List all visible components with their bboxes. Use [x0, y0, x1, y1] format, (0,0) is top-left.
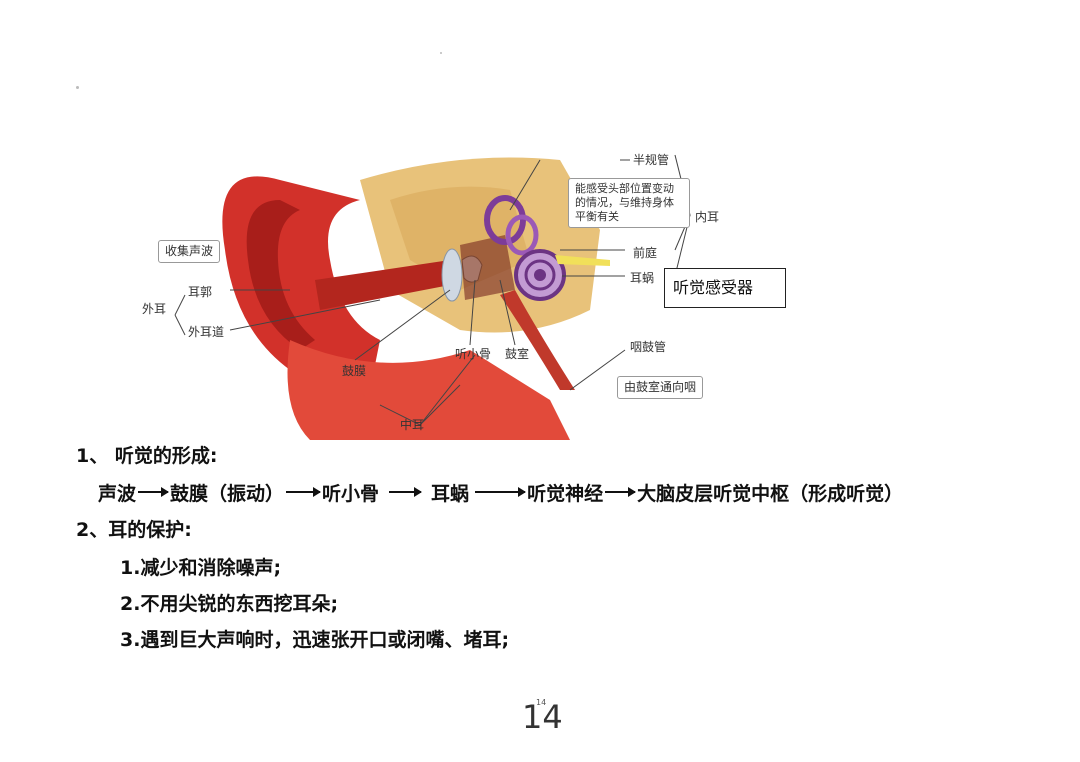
flow-step: 鼓膜（振动） [170, 482, 285, 505]
ear-canal [315, 260, 450, 310]
label-vestibule: 前庭 [633, 246, 658, 260]
flow-arrow [389, 487, 423, 497]
cochlea-center [534, 269, 546, 281]
flow-step: 耳蜗 [431, 482, 470, 505]
speck-dot [440, 52, 442, 54]
eardrum [441, 248, 463, 302]
page-number: 14 [522, 698, 563, 736]
flow-arrow [475, 487, 527, 497]
callout-balance-note: 能感受头部位置变动的情况，与维持身体平衡有关 [568, 178, 690, 228]
protection-item: 3.遇到巨大声响时，迅速张开口或闭嘴、堵耳; [120, 629, 510, 651]
flow-arrow [605, 487, 637, 497]
section2-heading: 2、耳的保护: [76, 519, 192, 541]
protection-item: 2.不用尖锐的东西挖耳朵; [120, 593, 339, 615]
section1-heading: 1、 听觉的形成: [76, 445, 218, 467]
protection-item: 1.减少和消除噪声; [120, 557, 282, 579]
speck-dot [76, 86, 79, 89]
flow-step: 听觉神经 [527, 482, 604, 505]
flow-arrow [286, 487, 322, 497]
auditory-receptor-box: 听觉感受器 [664, 268, 786, 308]
label-eustachian-tube: 咽鼓管 [630, 340, 667, 354]
label-inner-ear: 内耳 [695, 210, 720, 224]
eustachian-tube [500, 290, 575, 390]
hearing-flow: 声波 鼓膜（振动） 听小骨 耳蜗 听觉神经 大脑皮层听觉中枢（形成听觉） [98, 478, 903, 506]
flow-arrow [138, 487, 170, 497]
callout-collect-sound: 收集声波 [158, 240, 221, 263]
ear-illustration [174, 154, 691, 440]
label-semicircular-canals: 半规管 [633, 153, 670, 167]
flow-step: 大脑皮层听觉中枢（形成听觉） [637, 482, 904, 505]
flow-step: 听小骨 [322, 482, 380, 505]
auditory-nerve [555, 255, 610, 266]
semicircular-canal [484, 195, 526, 245]
cochlea-spiral [524, 259, 556, 291]
auricle-fold [246, 200, 315, 350]
label-eardrum: 鼓膜 [342, 364, 367, 378]
label-tympanic-cavity: 鼓室 [505, 347, 530, 361]
label-cochlea: 耳蜗 [630, 271, 655, 285]
callout-tube-note: 由鼓室通向咽 [617, 376, 704, 399]
label-auricle: 耳郭 [188, 285, 213, 299]
label-ossicles: 听小骨 [455, 347, 492, 361]
page-number-small: 14 [536, 698, 547, 707]
label-ear-canal: 外耳道 [188, 325, 225, 339]
semicircular-canal [505, 214, 539, 256]
skin-lower [287, 340, 570, 440]
label-outer-ear: 外耳 [142, 302, 167, 316]
label-middle-ear: 中耳 [400, 418, 425, 432]
flow-step: 声波 [98, 482, 137, 505]
ear-anatomy-diagram: 收集声波 外耳 耳郭 外耳道 鼓膜 中耳 听小骨 鼓室 半规管 能感受头部位置变… [130, 140, 770, 440]
